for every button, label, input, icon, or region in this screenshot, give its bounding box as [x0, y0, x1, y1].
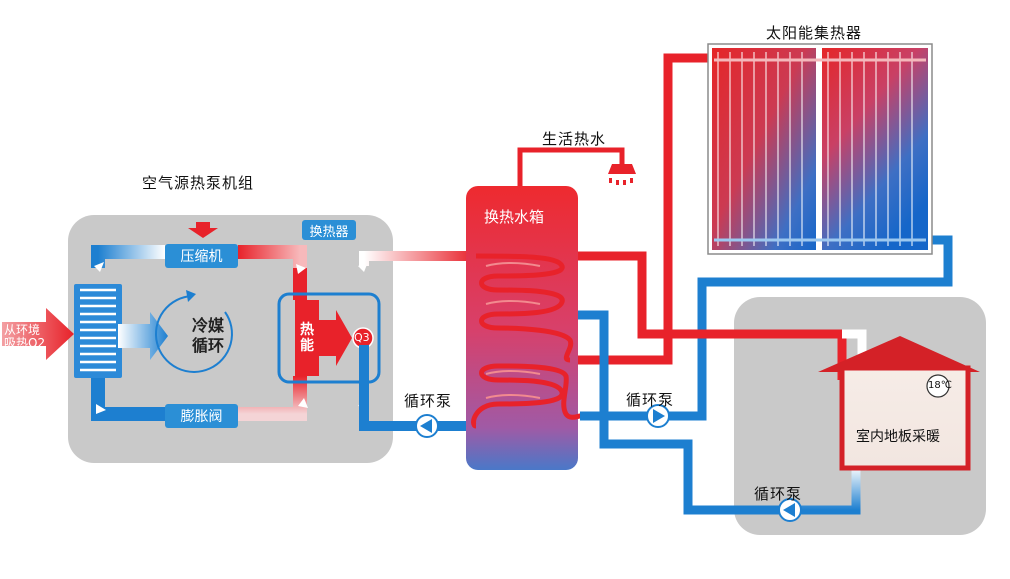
lower-coil — [471, 363, 581, 429]
floor-return-pipe-white — [800, 466, 861, 515]
refrigerant-pipe-right-lower — [238, 376, 307, 421]
refrigerant-pipe-top-right — [238, 245, 307, 268]
house-icon — [818, 336, 980, 471]
heat-pump-unit-title: 空气源热泵机组 — [142, 174, 255, 192]
temperature-label: 18℃ — [928, 380, 952, 391]
thermometer-icon — [926, 374, 950, 398]
floor-heating-label: 室内地板采暖 — [856, 429, 940, 445]
q3-label: Q3 — [354, 331, 370, 344]
refrigerant-pipe-bottom — [91, 378, 165, 421]
pump-left-label: 循环泵 — [404, 392, 453, 410]
refrigerant-cycle-label: 冷媒循环 — [188, 316, 228, 356]
heat-transfer-arrow — [318, 310, 352, 366]
heat-energy-label: 热能 — [300, 322, 314, 354]
solar-collector-label: 太阳能集热器 — [766, 24, 863, 42]
solar-supply-pipe — [570, 53, 714, 365]
floor-return-pipe — [578, 310, 780, 515]
ambient-heat-line1: 从环境 — [4, 323, 41, 337]
ambient-heat-arrow — [2, 308, 74, 360]
tank-label: 换热水箱 — [484, 208, 545, 226]
floor-supply-pipe-white — [842, 329, 867, 360]
ambient-heat-label: 从环境 吸热Q2 — [4, 324, 45, 350]
refrigerant-cycle-arrow — [155, 290, 233, 373]
heat-exchanger-core — [295, 300, 319, 376]
pump-bottom-label: 循环泵 — [754, 485, 803, 503]
heat-exchanger-frame — [277, 292, 381, 384]
shower-head-icon — [608, 164, 636, 185]
ambient-heat-line2: 吸热Q2 — [4, 336, 46, 350]
expansion-valve-label: 膨胀阀 — [165, 404, 238, 428]
refrigerant-pipe-top-left — [91, 245, 165, 268]
upper-coil — [475, 253, 574, 363]
pump-middle-icon — [646, 404, 670, 428]
refrigerant-cycle-text: 冷媒循环 — [191, 316, 224, 355]
airflow-arrow — [118, 312, 168, 360]
solar-collector-panel — [707, 43, 933, 255]
solar-return-pipe — [580, 235, 953, 421]
pump-left-icon — [415, 414, 439, 438]
compressor-inlet-arrow — [188, 222, 218, 238]
pump-bottom-icon — [778, 498, 802, 522]
evaporator-coil — [74, 284, 122, 378]
domestic-hot-water-label: 生活热水 — [542, 130, 607, 148]
hp-supply-pipe — [359, 251, 476, 266]
pump-middle-label: 循环泵 — [626, 391, 675, 409]
hot-water-pipe — [517, 147, 625, 190]
floor-supply-pipe — [578, 251, 847, 380]
compressor-label: 压缩机 — [165, 244, 238, 268]
heat-exchanger-tag: 换热器 — [302, 220, 356, 240]
